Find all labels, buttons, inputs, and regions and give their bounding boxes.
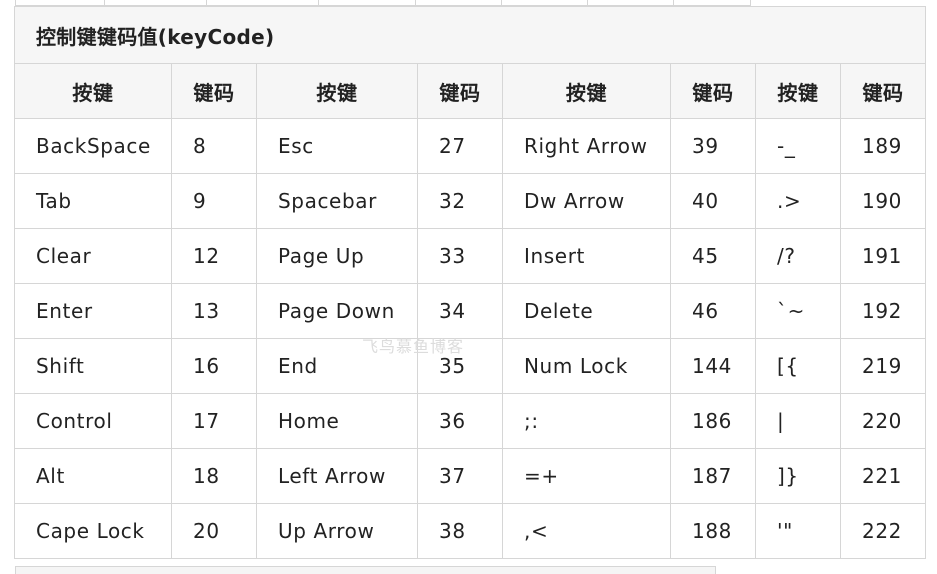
key-code-cell: 190 xyxy=(839,173,927,229)
key-name-cell: ;: xyxy=(502,393,671,449)
key-name-cell: =+ xyxy=(502,448,671,504)
previous-table-edge xyxy=(15,0,751,6)
column-header-key: 按键 xyxy=(755,63,841,119)
key-name-cell: '" xyxy=(755,503,841,559)
key-name-cell: Right Arrow xyxy=(502,118,671,174)
key-code-cell: 220 xyxy=(839,393,927,449)
key-name-cell: End xyxy=(256,338,418,394)
key-code-cell: 221 xyxy=(839,448,927,504)
key-name-cell: Clear xyxy=(14,228,172,284)
key-name-cell: Cape Lock xyxy=(14,503,172,559)
key-code-cell: 188 xyxy=(670,503,756,559)
key-name-cell: Num Lock xyxy=(502,338,671,394)
column-header-key: 按键 xyxy=(14,63,172,119)
key-code-cell: 9 xyxy=(171,173,257,229)
key-code-cell: 40 xyxy=(670,173,756,229)
column-header-code: 键码 xyxy=(839,63,927,119)
key-name-cell: Delete xyxy=(502,283,671,339)
key-code-cell: 39 xyxy=(670,118,756,174)
key-code-cell: 20 xyxy=(171,503,257,559)
key-code-cell: 16 xyxy=(171,338,257,394)
key-code-cell: 38 xyxy=(417,503,503,559)
key-code-cell: 191 xyxy=(839,228,927,284)
key-name-cell: -_ xyxy=(755,118,841,174)
key-name-cell: BackSpace xyxy=(14,118,172,174)
key-name-cell: Home xyxy=(256,393,418,449)
next-table-edge xyxy=(15,566,716,574)
key-code-cell: 187 xyxy=(670,448,756,504)
key-code-cell: 33 xyxy=(417,228,503,284)
key-name-cell: Tab xyxy=(14,173,172,229)
key-code-cell: 17 xyxy=(171,393,257,449)
keycode-table: 控制键键码值(keyCode) 按键 键码 按键 键码 按键 键码 按键 键码 … xyxy=(13,6,927,559)
key-code-cell: 37 xyxy=(417,448,503,504)
key-code-cell: 189 xyxy=(839,118,927,174)
key-code-cell: 12 xyxy=(171,228,257,284)
column-header-key: 按键 xyxy=(256,63,418,119)
key-code-cell: 186 xyxy=(670,393,756,449)
key-name-cell: Page Up xyxy=(256,228,418,284)
key-name-cell: ]} xyxy=(755,448,841,504)
key-name-cell: Dw Arrow xyxy=(502,173,671,229)
key-name-cell: Control xyxy=(14,393,172,449)
key-name-cell: Insert xyxy=(502,228,671,284)
key-name-cell: Shift xyxy=(14,338,172,394)
key-name-cell: /? xyxy=(755,228,841,284)
key-code-cell: 222 xyxy=(839,503,927,559)
table-caption: 控制键键码值(keyCode) xyxy=(13,6,927,64)
key-code-cell: 27 xyxy=(417,118,503,174)
key-name-cell: Up Arrow xyxy=(256,503,418,559)
key-name-cell: Alt xyxy=(14,448,172,504)
key-name-cell: ,< xyxy=(502,503,671,559)
key-code-cell: 144 xyxy=(670,338,756,394)
key-code-cell: 45 xyxy=(670,228,756,284)
column-header-code: 键码 xyxy=(171,63,257,119)
column-header-key: 按键 xyxy=(502,63,671,119)
key-code-cell: 8 xyxy=(171,118,257,174)
key-code-cell: 13 xyxy=(171,283,257,339)
column-header-code: 键码 xyxy=(417,63,503,119)
key-name-cell: .> xyxy=(755,173,841,229)
key-code-cell: 192 xyxy=(839,283,927,339)
key-name-cell: `~ xyxy=(755,283,841,339)
key-code-cell: 46 xyxy=(670,283,756,339)
key-name-cell: Spacebar xyxy=(256,173,418,229)
key-code-cell: 36 xyxy=(417,393,503,449)
key-name-cell: Left Arrow xyxy=(256,448,418,504)
key-name-cell: [{ xyxy=(755,338,841,394)
key-name-cell: | xyxy=(755,393,841,449)
key-code-cell: 219 xyxy=(839,338,927,394)
key-name-cell: Enter xyxy=(14,283,172,339)
key-code-cell: 18 xyxy=(171,448,257,504)
key-code-cell: 32 xyxy=(417,173,503,229)
key-code-cell: 35 xyxy=(417,338,503,394)
key-name-cell: Esc xyxy=(256,118,418,174)
column-header-code: 键码 xyxy=(670,63,756,119)
key-code-cell: 34 xyxy=(417,283,503,339)
key-name-cell: Page Down xyxy=(256,283,418,339)
header-row: 按键 键码 按键 键码 按键 键码 按键 键码 xyxy=(14,63,927,119)
